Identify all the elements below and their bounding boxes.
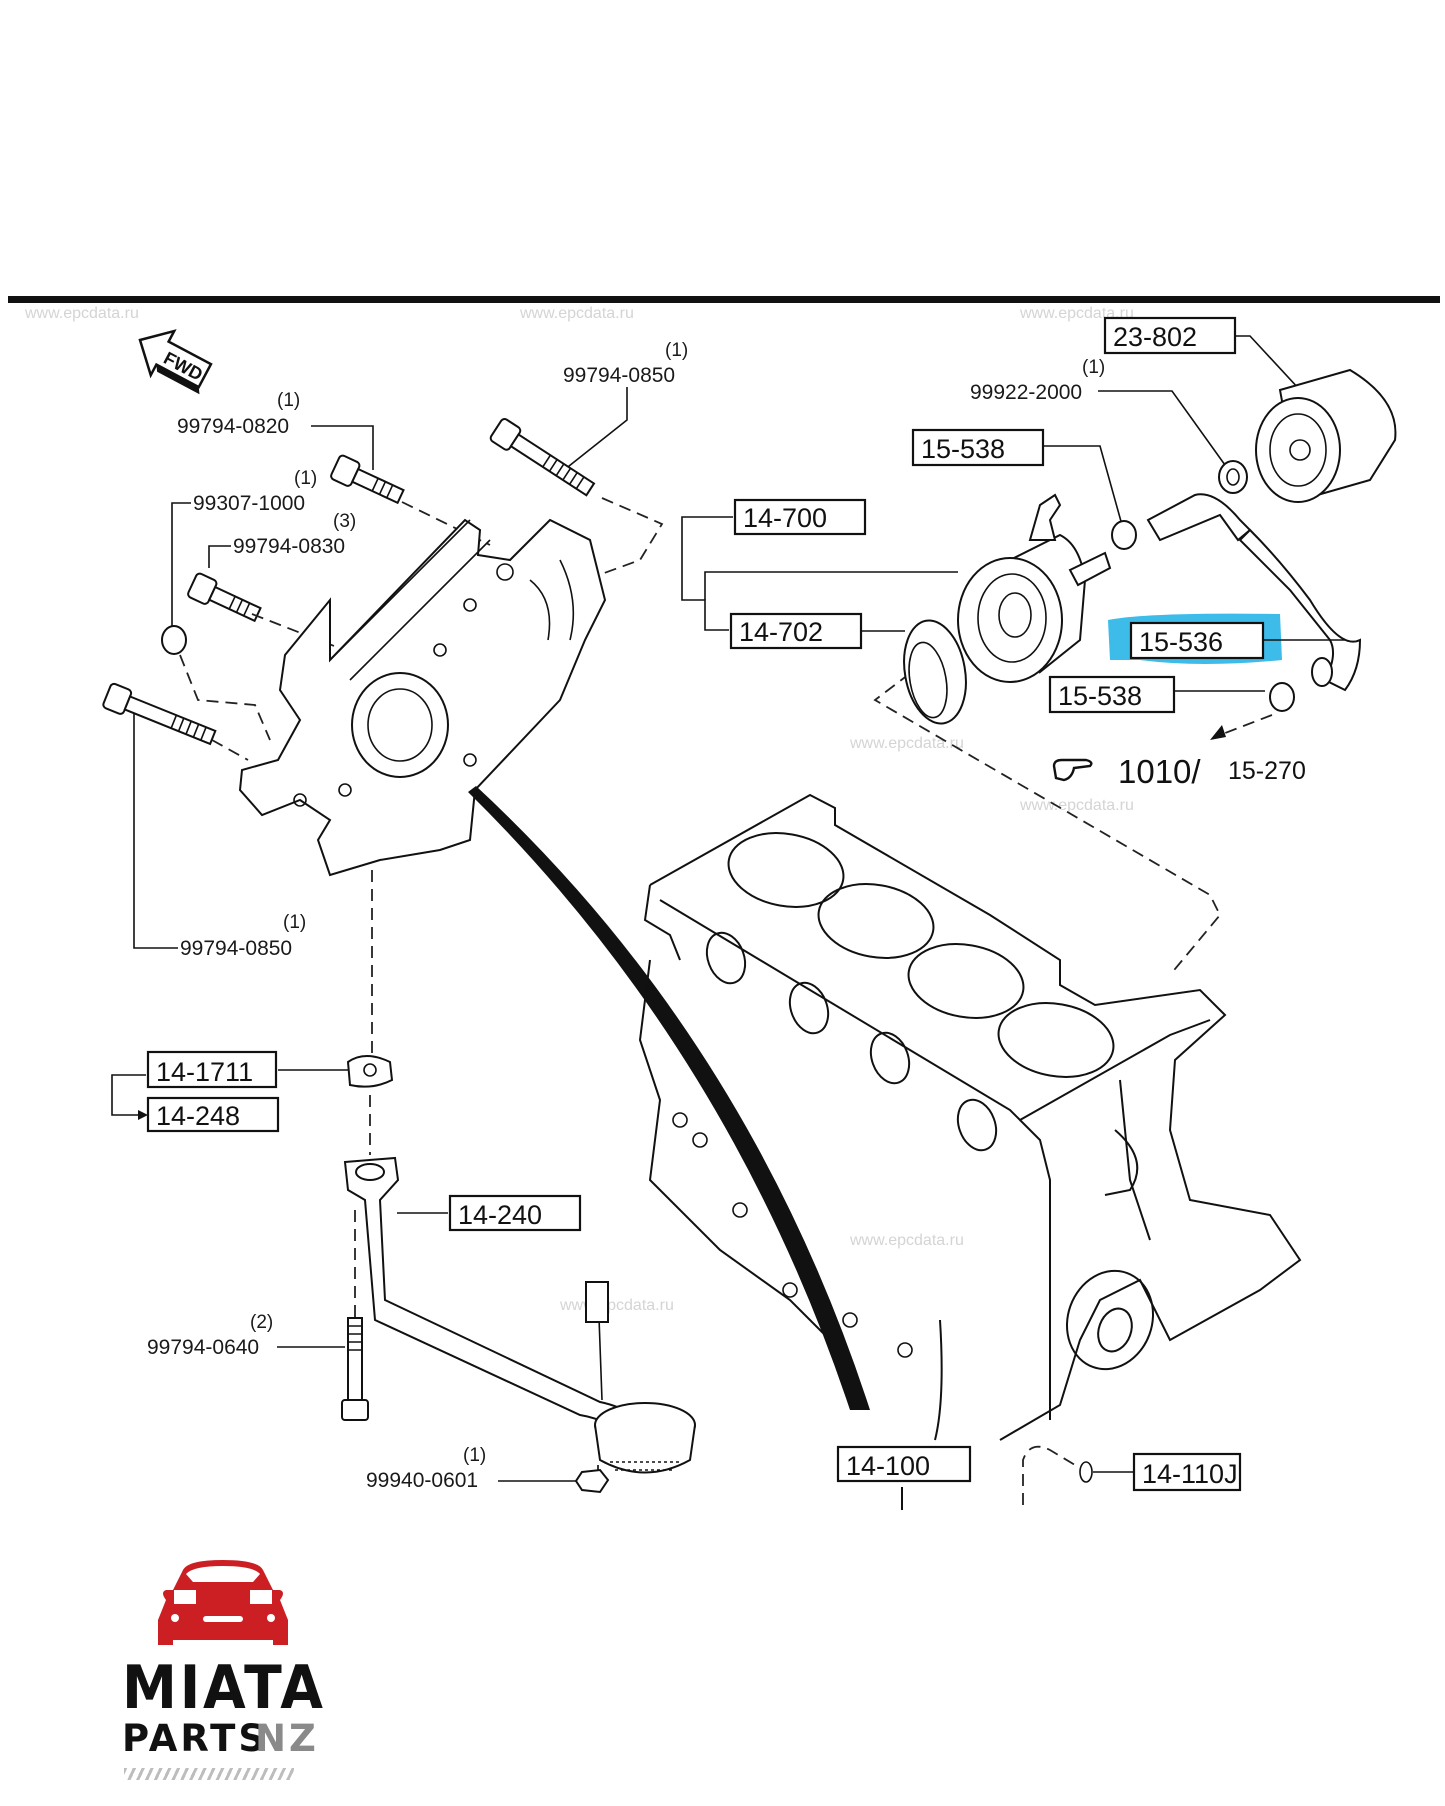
part-box-label[interactable]: 14-100 — [846, 1451, 930, 1481]
qty-label: (3) — [333, 511, 356, 532]
qty-label: (1) — [1082, 357, 1105, 378]
bolt-icon — [102, 682, 217, 746]
cooler-hose[interactable] — [1146, 493, 1252, 542]
cylinder-block[interactable] — [638, 793, 1302, 1441]
bolt-icon — [341, 1317, 369, 1421]
oil-filter[interactable] — [1255, 368, 1397, 503]
part-number-label[interactable]: 99794-0820 — [177, 415, 289, 438]
part-box-15-538-upper[interactable] — [911, 428, 1045, 467]
part-number-label[interactable]: 99794-0640 — [147, 1336, 259, 1359]
part-box-label[interactable]: 15-538 — [921, 434, 1005, 464]
gasket-icon — [346, 1055, 394, 1088]
watermark: www.epcdata.ru — [519, 305, 634, 322]
dowel-icon — [161, 625, 187, 655]
part-number-label[interactable]: 99922-2000 — [970, 381, 1082, 404]
nut-icon — [574, 1468, 610, 1494]
part-box-label[interactable]: 23-802 — [1113, 322, 1197, 352]
reference-group[interactable]: 1010/ — [1118, 753, 1201, 790]
part-number-label[interactable]: 99307-1000 — [193, 492, 305, 515]
part-number-label[interactable]: 99794-0850 — [180, 937, 292, 960]
bolt-icon — [330, 454, 405, 505]
part-box-14-100[interactable] — [836, 1445, 972, 1483]
reference-part[interactable]: 15-270 — [1228, 757, 1306, 785]
oil-pump-body[interactable] — [238, 518, 607, 877]
watermark: www.epcdata.ru — [24, 305, 139, 322]
watermark: www.epcdata.ru — [1019, 797, 1134, 814]
oil-cooler[interactable] — [957, 493, 1112, 683]
qty-label: (1) — [665, 340, 688, 361]
part-box-14-110J[interactable] — [1132, 1452, 1242, 1492]
plug-icon — [1079, 1461, 1093, 1483]
part-number-label[interactable]: 99794-0850 — [563, 364, 675, 387]
part-box-14-702[interactable] — [729, 612, 863, 650]
bolt-icon — [187, 572, 262, 623]
brand-logo[interactable]: MIATA PARTS NZ — [120, 1560, 323, 1780]
part-box-label[interactable]: 14-240 — [458, 1200, 542, 1230]
oil-cooler-seal[interactable] — [896, 616, 973, 729]
logo-nz-text: NZ — [255, 1717, 319, 1760]
part-box-label[interactable]: 14-110J — [1142, 1459, 1238, 1489]
clamp-icon — [1269, 682, 1295, 712]
logo-parts-text: PARTS — [122, 1717, 269, 1760]
logo-stripes — [124, 1768, 294, 1780]
pointing-hand-icon — [1052, 758, 1093, 782]
part-number-label[interactable]: 99794-0830 — [233, 535, 345, 558]
watermark: www.epcdata.ru — [849, 1232, 964, 1249]
part-box-label[interactable]: 14-248 — [156, 1101, 240, 1131]
part-box-label[interactable]: 14-1711 — [156, 1057, 253, 1087]
qty-label: (1) — [463, 1445, 486, 1466]
qty-label: (1) — [283, 912, 306, 933]
bolt-icon — [489, 418, 596, 497]
fwd-arrow-icon: FWD — [138, 329, 213, 395]
part-box-label[interactable]: 15-536 — [1139, 627, 1223, 657]
part-box-label[interactable]: 14-702 — [739, 617, 823, 647]
qty-label: (2) — [250, 1312, 273, 1333]
part-box-14-1711[interactable] — [146, 1050, 278, 1089]
dipstick-tube — [468, 786, 870, 1410]
qty-label: (1) — [294, 468, 317, 489]
part-box-15-538-lower[interactable] — [1048, 675, 1176, 714]
part-box-14-248[interactable] — [146, 1096, 280, 1133]
oil-strainer[interactable] — [343, 1156, 696, 1474]
part-number-label[interactable]: 99940-0601 — [366, 1469, 478, 1492]
watermark: www.epcdata.ru — [849, 735, 964, 752]
header-rule — [8, 296, 1440, 303]
car-icon — [158, 1560, 288, 1645]
nut-icon — [1218, 460, 1248, 494]
part-box-label[interactable]: 14-700 — [743, 503, 827, 533]
part-box-14-700[interactable] — [733, 498, 867, 536]
clamp-icon — [1111, 520, 1137, 550]
part-box-label[interactable]: 15-538 — [1058, 681, 1142, 711]
logo-miata-text: MIATA — [122, 1653, 326, 1723]
part-box-15-536[interactable] — [1129, 621, 1265, 660]
part-box-14-240[interactable] — [448, 1194, 582, 1232]
part-box-23-802[interactable] — [1103, 316, 1237, 355]
watermark: www.epcdata.ru — [559, 1297, 674, 1314]
qty-label: (1) — [277, 390, 300, 411]
cooler-hose[interactable] — [1238, 528, 1362, 692]
